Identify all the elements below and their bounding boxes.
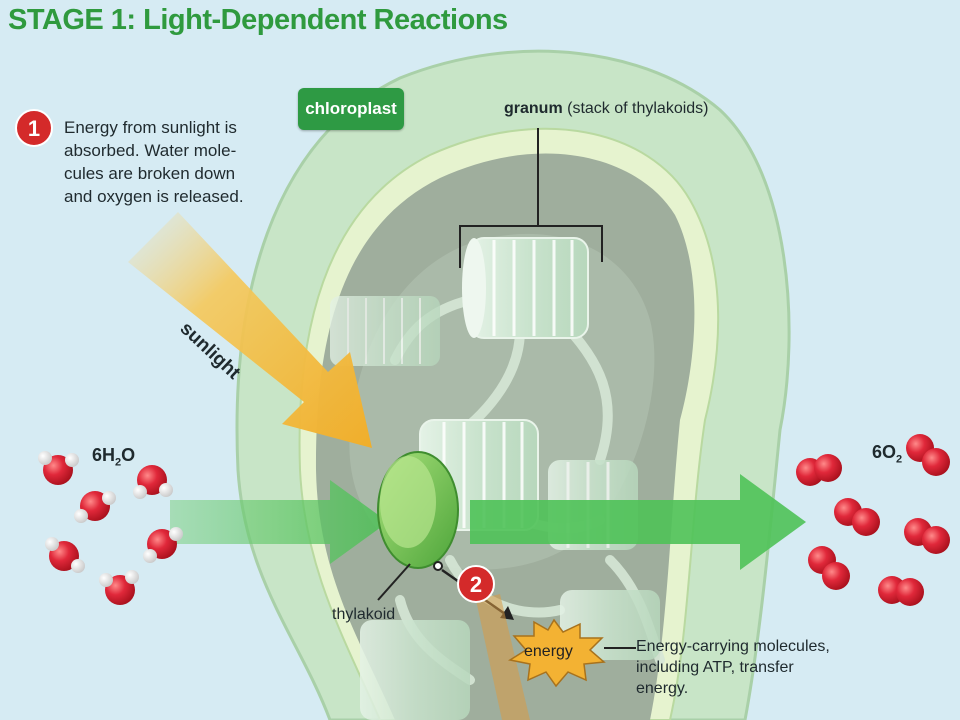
diagram-title: STAGE 1: Light-Dependent Reactions [8, 4, 508, 36]
energy-description: Energy-carrying molecules, including ATP… [636, 638, 830, 697]
water-formula-sub: 2 [115, 456, 122, 469]
process-arrow [170, 480, 388, 564]
granum-stack-main [462, 237, 589, 339]
process-arrow-right [470, 474, 806, 570]
energy-label: energy [524, 643, 573, 660]
granum-label-bold: granum [504, 100, 563, 117]
oxygen-formula-label: 6O2 [872, 442, 902, 466]
thylakoid-disc [377, 451, 459, 569]
step-1-badge [15, 109, 53, 147]
oxygen-formula-main: 6O [872, 442, 897, 462]
water-formula-end: O [121, 445, 136, 465]
step-1-description: Energy from sunlight is absorbed. Water … [64, 118, 244, 206]
water-molecules [38, 451, 183, 605]
granum-label-rest: (stack of thylakoids) [562, 100, 709, 117]
water-formula-label: 6H2O [92, 445, 135, 469]
granum-label: granum (stack of thylakoids) [504, 100, 709, 118]
energy-starburst [508, 618, 606, 688]
thylakoid-label: thylakoid [332, 606, 396, 623]
granum-stack-left [330, 296, 440, 366]
thylakoid-pointer [377, 563, 411, 601]
granum-bracket [459, 128, 603, 268]
oxygen-molecules [796, 434, 950, 606]
step-2-number: 2 [470, 572, 482, 597]
sunlight-arrow [128, 212, 372, 448]
step-1-number: 1 [28, 116, 40, 141]
oxygen-formula-sub: 2 [896, 453, 903, 466]
step-2-badge [457, 565, 495, 603]
energy-pathway [476, 594, 530, 720]
water-formula-main: 6H [92, 445, 116, 465]
chloroplast-label: chloroplast [298, 88, 404, 130]
